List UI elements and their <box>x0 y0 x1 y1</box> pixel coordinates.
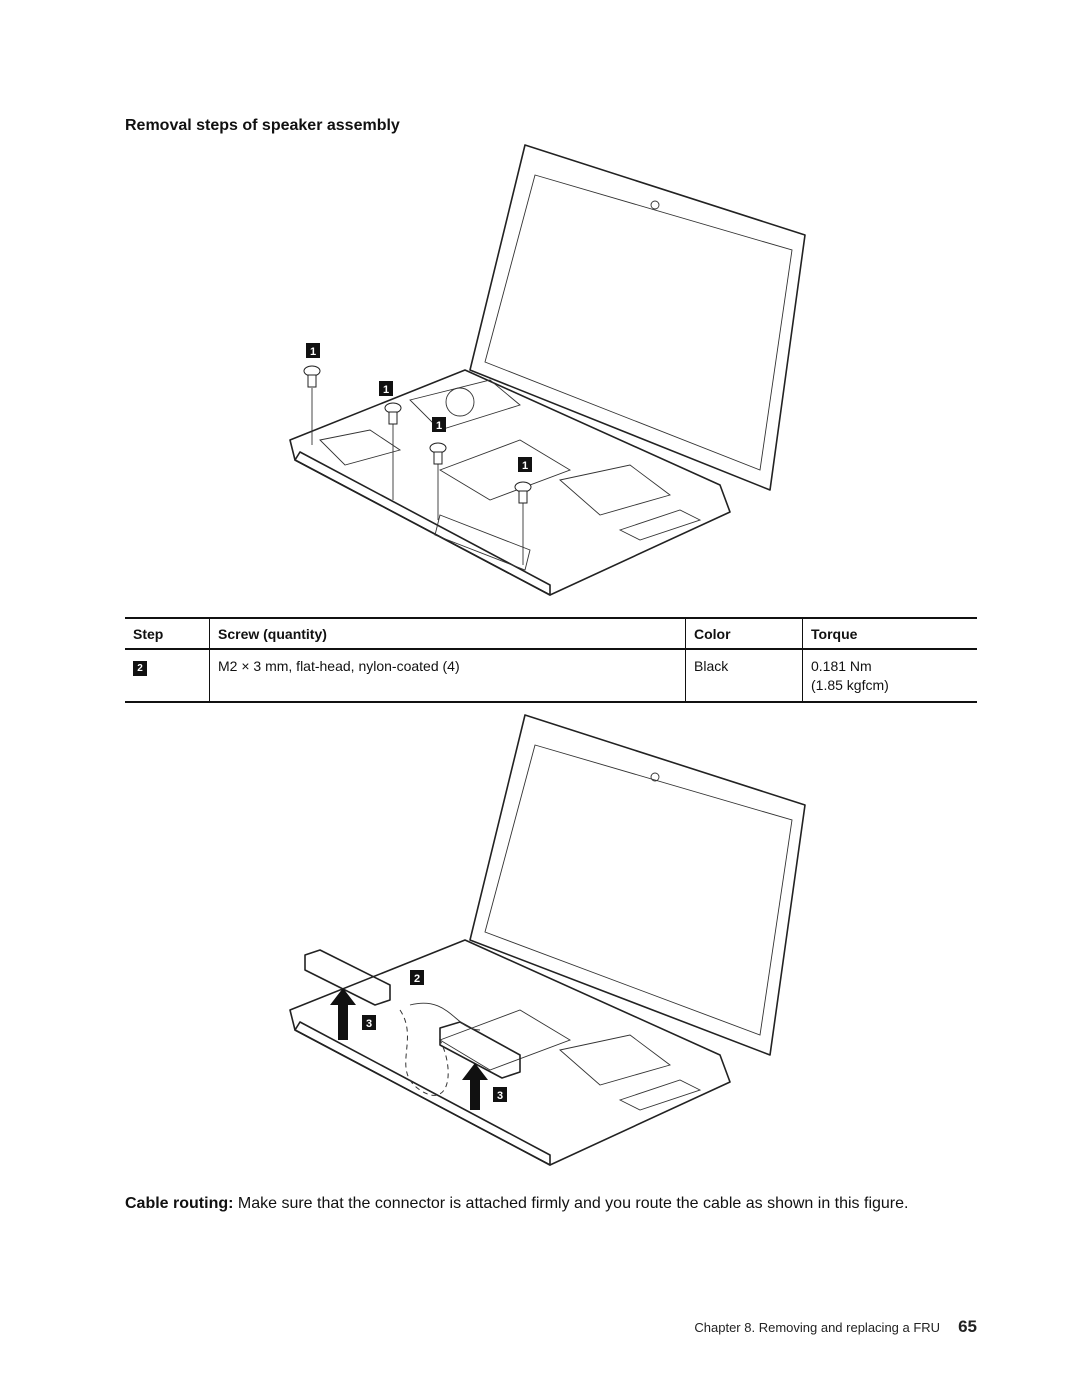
lift-arrow-icon <box>462 1063 488 1110</box>
page-footer: Chapter 8. Removing and replacing a FRU … <box>694 1317 977 1337</box>
torque-cell: 0.181 Nm (1.85 kgfcm) <box>802 649 977 703</box>
step-badge: 2 <box>133 661 147 676</box>
svg-text:2: 2 <box>414 973 420 985</box>
col-header-torque: Torque <box>802 617 977 650</box>
page-number: 65 <box>958 1317 977 1336</box>
col-header-color: Color <box>685 617 803 650</box>
torque-kgfcm: (1.85 kgfcm) <box>811 677 889 693</box>
speaker-illustration-svg: 2 3 3 <box>289 714 806 1166</box>
table-header-row: Step Screw (quantity) Color Torque <box>125 617 977 650</box>
svg-text:3: 3 <box>497 1090 503 1102</box>
speaker-removal-illustration: 2 3 3 <box>280 710 820 1180</box>
screw-icon <box>384 402 402 425</box>
callout-1: 1 <box>518 457 532 472</box>
svg-text:1: 1 <box>383 384 389 396</box>
callout-3: 3 <box>362 1015 376 1030</box>
laptop-illustration-svg: 1 1 1 1 <box>289 144 806 596</box>
torque-nm: 0.181 Nm <box>811 658 872 674</box>
lift-arrow-icon <box>330 988 356 1040</box>
callout-1: 1 <box>306 343 320 358</box>
color-cell: Black <box>685 649 803 703</box>
table-row: 2 M2 × 3 mm, flat-head, nylon-coated (4)… <box>125 649 977 703</box>
section-heading: Removal steps of speaker assembly <box>125 117 400 134</box>
callout-1: 1 <box>379 381 393 396</box>
callout-2: 2 <box>410 970 424 985</box>
screw-cell: M2 × 3 mm, flat-head, nylon-coated (4) <box>209 649 686 703</box>
cable-routing-label: Cable routing: <box>125 1195 234 1212</box>
screw-spec-table: Step Screw (quantity) Color Torque 2 M2 … <box>125 617 977 703</box>
step-cell: 2 <box>125 649 210 703</box>
callout-3: 3 <box>493 1087 507 1102</box>
chapter-title: Chapter 8. Removing and replacing a FRU <box>694 1320 941 1335</box>
laptop-screw-removal-illustration: 1 1 1 1 <box>280 140 820 605</box>
screw-icon <box>429 442 447 465</box>
screw-icon <box>303 365 321 388</box>
svg-text:3: 3 <box>366 1018 372 1030</box>
cable-routing-note: Cable routing: Make sure that the connec… <box>125 1193 965 1215</box>
cable-routing-text: Make sure that the connector is attached… <box>233 1195 909 1212</box>
screw-icon <box>514 481 532 504</box>
svg-text:1: 1 <box>522 460 528 472</box>
col-header-step: Step <box>125 617 210 650</box>
svg-text:1: 1 <box>436 420 442 432</box>
col-header-screw: Screw (quantity) <box>209 617 686 650</box>
callout-1: 1 <box>432 417 446 432</box>
svg-text:1: 1 <box>310 346 316 358</box>
